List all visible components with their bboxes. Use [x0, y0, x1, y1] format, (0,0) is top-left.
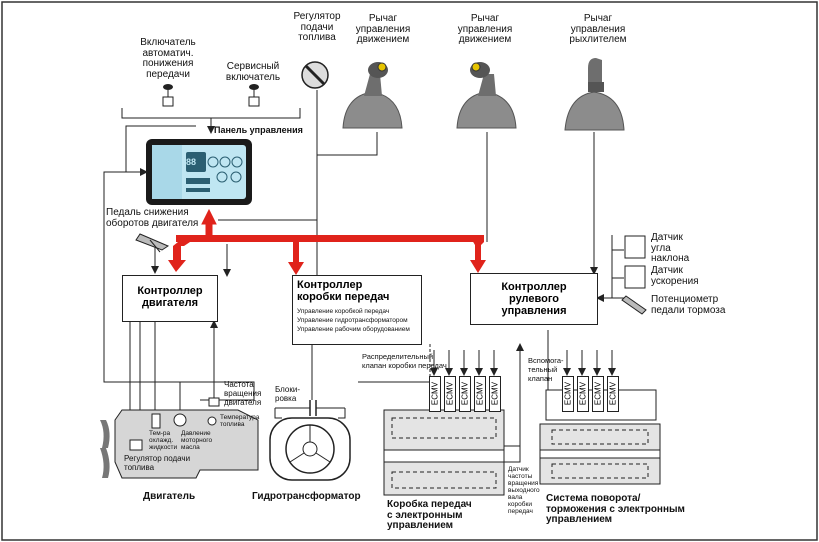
travel-lever-1-label: Рычаг управления движением: [355, 13, 411, 45]
brake-pot-label: Потенциометр педали тормоза: [651, 294, 726, 316]
ecmv-label: ECMV: [460, 381, 470, 406]
steering-system-icon: [539, 389, 661, 485]
coolant-temp-label: Тем-ра охлажд. жидкости: [149, 430, 178, 451]
steering-output-lines: [563, 350, 616, 376]
transmission-controller-box: Контроллер коробки передач Управление ко…: [292, 275, 422, 345]
ecmv-label: ECMV: [490, 381, 500, 406]
steering-controller-box: Контроллер рулевого управления: [470, 273, 598, 325]
torque-converter-icon: [269, 400, 351, 481]
engine-speed-label: Частота вращения двигателя: [224, 380, 262, 407]
engine-controller-title: Контроллер двигателя: [137, 285, 203, 309]
tc-line-1: Управление коробкой передач: [297, 308, 390, 315]
brake-pot-icon: [621, 295, 647, 315]
fuel-regulator-engine-label: Регулятор подачи топлива: [124, 454, 191, 472]
auto-downshift-switch-label: Включатель автоматич. понижения передачи: [140, 37, 196, 80]
transmission-controller-title: Контроллер коробки передач: [297, 279, 390, 303]
ecmv-label: ECMV: [445, 381, 455, 406]
engine-speed-sensor-icon: [208, 397, 220, 407]
switch-bracket: [121, 108, 301, 119]
ecmv-valve: ECMV: [592, 376, 604, 412]
decel-pedal-icon: [135, 233, 170, 253]
ecmv-label: ECMV: [593, 381, 603, 406]
ecmv-valve: ECMV: [489, 376, 501, 412]
tc-output-lines: [430, 350, 498, 376]
service-switch-icon: [248, 84, 260, 107]
torque-converter-label: Гидротрансформатор: [252, 491, 361, 502]
auto-downshift-switch-icon: [162, 84, 174, 107]
fuel-regulator-label: Регулятор подачи топлива: [293, 11, 341, 43]
ripper-lever-label: Рычаг управления рыхлителем: [569, 13, 627, 45]
tilt-sensor-label: Датчик угла наклона: [651, 232, 690, 264]
ecmv-valve: ECMV: [577, 376, 589, 412]
ecmv-label: ECMV: [475, 381, 485, 406]
control-panel-display: [146, 139, 252, 205]
lever1-line: [316, 132, 378, 275]
travel-lever-2-icon: [456, 62, 517, 129]
engine-block: [100, 409, 259, 479]
control-panel-label: Панель управления: [214, 125, 303, 135]
ecmv-label: ECMV: [563, 381, 573, 406]
accel-sensor-label: Датчик ускорения: [651, 265, 699, 287]
travel-lever-2-label: Рычаг управления движением: [457, 13, 513, 45]
oil-pressure-label: Давление моторного масла: [181, 430, 213, 451]
panel-digits: 88: [186, 157, 197, 167]
ripper-lever-icon: [564, 58, 625, 131]
ecmv-valve: ECMV: [562, 376, 574, 412]
gearbox-label: Коробка передач с электронным управление…: [387, 499, 472, 531]
distribution-valve-label: Распределительный клапан коробки передач: [362, 352, 447, 370]
aux-valve-label: Вспомога- тельный клапан: [528, 356, 564, 383]
engine-controller-box: Контроллер двигателя: [122, 275, 218, 322]
service-switch-label: Сервисный включатель: [225, 61, 281, 83]
tilt-sensor-icon: [624, 235, 646, 259]
output-sensor-label: Датчик частоты вращения выходного вала к…: [508, 466, 540, 515]
accel-sensor-icon: [624, 265, 646, 289]
ecmv-label: ECMV: [430, 381, 440, 406]
steering-system-label: Система поворота/ торможения с электронн…: [546, 493, 685, 525]
can-bus: [168, 208, 486, 275]
ecmv-valve: ECMV: [429, 376, 441, 412]
tc-line-2: Управление гидротрансформатором: [297, 317, 408, 324]
decel-pedal-label: Педаль снижения оборотов двигателя: [106, 207, 199, 229]
engine-label: Двигатель: [143, 491, 196, 502]
feedback-line: [103, 125, 255, 401]
fuel-regulator-knob-icon: [301, 61, 329, 89]
ecmv-valve: ECMV: [444, 376, 456, 412]
fuel-reg-line: [218, 90, 318, 221]
ecmv-label: ECMV: [578, 381, 588, 406]
ecmv-label: ECMV: [608, 381, 618, 406]
lockup-label: Блоки- ровка: [275, 385, 300, 403]
steering-controller-title: Контроллер рулевого управления: [501, 281, 567, 317]
tc-line-3: Управление рабочим оборудованием: [297, 326, 410, 333]
ecmv-valve: ECMV: [607, 376, 619, 412]
fuel-temp-label: Температура топлива: [220, 414, 260, 428]
ecmv-valve: ECMV: [459, 376, 471, 412]
travel-lever-1-icon: [342, 62, 403, 129]
sensor-bus-line: [596, 235, 613, 302]
ecmv-valve: ECMV: [474, 376, 486, 412]
gearbox-icon: [383, 409, 521, 496]
